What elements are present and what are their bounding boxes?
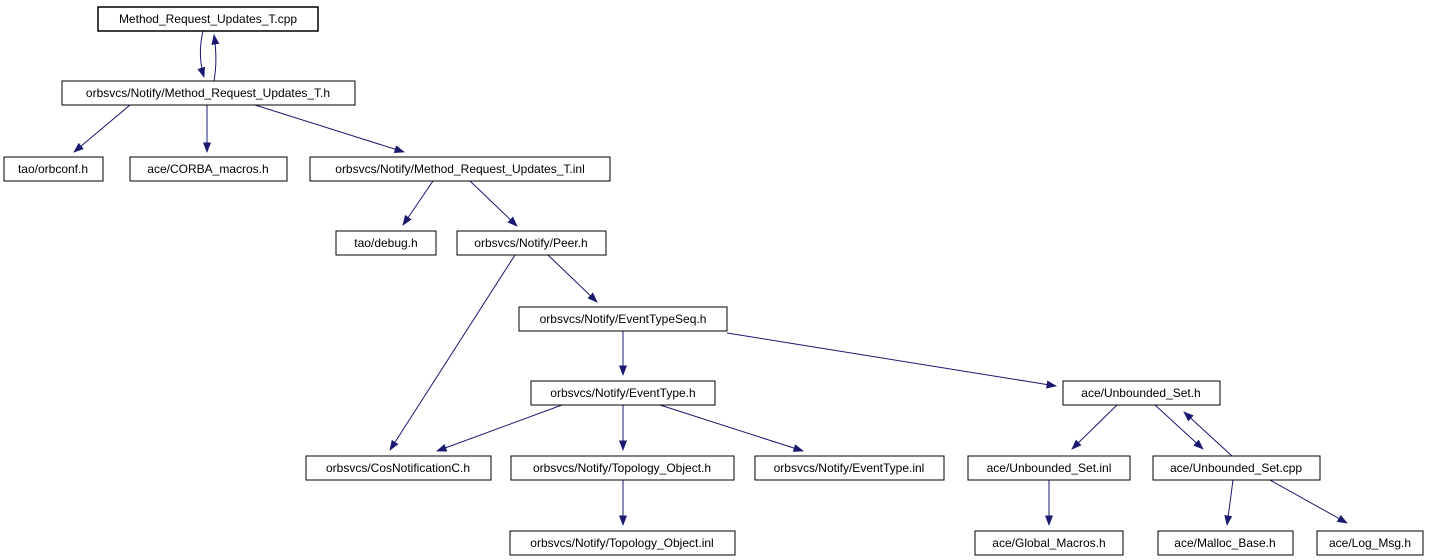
node-ace-unbounded-set-cpp[interactable]: ace/Unbounded_Set.cpp bbox=[1152, 455, 1321, 481]
node-method-request-updates-t-cpp[interactable]: Method_Request_Updates_T.cpp bbox=[97, 6, 319, 32]
node-label: ace/Global_Macros.h bbox=[992, 536, 1105, 550]
node-method-request-updates-t-h[interactable]: orbsvcs/Notify/Method_Request_Updates_T.… bbox=[61, 80, 356, 106]
node-ace-unbounded-set-h[interactable]: ace/Unbounded_Set.h bbox=[1062, 380, 1221, 406]
node-notify-topology-object-inl[interactable]: orbsvcs/Notify/Topology_Object.inl bbox=[509, 530, 736, 556]
node-label: orbsvcs/Notify/Method_Request_Updates_T.… bbox=[86, 86, 330, 100]
node-box[interactable] bbox=[335, 230, 437, 256]
node-label: ace/CORBA_macros.h bbox=[147, 162, 268, 176]
edge-eventtypeseq-to-unboundedset bbox=[726, 332, 1057, 389]
node-tao-debug-h[interactable]: tao/debug.h bbox=[335, 230, 437, 256]
node-label: orbsvcs/Notify/Topology_Object.inl bbox=[530, 536, 713, 550]
edge-h-to-cpp bbox=[211, 34, 220, 82]
node-label: orbsvcs/Notify/Peer.h bbox=[474, 236, 587, 250]
node-label: orbsvcs/CosNotificationC.h bbox=[326, 461, 470, 475]
node-box[interactable] bbox=[61, 80, 356, 106]
node-ace-log-msg-h[interactable]: ace/Log_Msg.h bbox=[1316, 530, 1424, 556]
node-box[interactable] bbox=[456, 230, 607, 256]
edge-unboundedsetcpp-to-mallocbase bbox=[1224, 479, 1234, 526]
edge-unboundedset-to-inl bbox=[1071, 404, 1118, 450]
node-ace-global-macros-h[interactable]: ace/Global_Macros.h bbox=[974, 530, 1124, 556]
node-notify-eventtype-h[interactable]: orbsvcs/Notify/EventType.h bbox=[530, 380, 716, 406]
edge-h-to-inl bbox=[254, 104, 405, 153]
node-label: ace/Unbounded_Set.inl bbox=[987, 461, 1112, 475]
edge-unboundedset-to-cpp bbox=[1154, 404, 1204, 450]
node-ace-unbounded-set-inl[interactable]: ace/Unbounded_Set.inl bbox=[967, 455, 1131, 481]
node-box[interactable] bbox=[1152, 455, 1321, 481]
edge-inl-to-debug bbox=[402, 180, 434, 226]
node-label: ace/Malloc_Base.h bbox=[1174, 536, 1275, 550]
node-tao-orbconf-h[interactable]: tao/orbconf.h bbox=[3, 156, 104, 182]
node-label: orbsvcs/Notify/Topology_Object.h bbox=[533, 461, 711, 475]
edge-peer-to-eventtypeseq bbox=[547, 254, 598, 303]
node-notify-topology-object-h[interactable]: orbsvcs/Notify/Topology_Object.h bbox=[510, 455, 735, 481]
node-label: orbsvcs/Notify/Method_Request_Updates_T.… bbox=[335, 162, 584, 176]
node-cosnotificationc-h[interactable]: orbsvcs/CosNotificationC.h bbox=[305, 455, 492, 481]
node-box[interactable] bbox=[1157, 530, 1294, 556]
edges bbox=[73, 30, 1348, 526]
node-label: orbsvcs/Notify/EventType.inl bbox=[774, 461, 925, 475]
node-ace-malloc-base-h[interactable]: ace/Malloc_Base.h bbox=[1157, 530, 1294, 556]
node-box[interactable] bbox=[3, 156, 104, 182]
node-ace-corba-macros-h[interactable]: ace/CORBA_macros.h bbox=[129, 156, 288, 182]
node-label: tao/debug.h bbox=[354, 236, 417, 250]
edge-cpp-to-h bbox=[197, 30, 206, 78]
node-label: orbsvcs/Notify/EventTypeSeq.h bbox=[540, 312, 707, 326]
node-box[interactable] bbox=[509, 530, 736, 556]
edge-h-to-orbconf bbox=[73, 104, 131, 153]
node-label: ace/Unbounded_Set.cpp bbox=[1170, 461, 1302, 475]
edge-peer-to-cosnotification bbox=[389, 254, 516, 451]
node-box[interactable] bbox=[967, 455, 1131, 481]
node-notify-peer-h[interactable]: orbsvcs/Notify/Peer.h bbox=[456, 230, 607, 256]
node-box[interactable] bbox=[754, 455, 945, 481]
node-label: orbsvcs/Notify/EventType.h bbox=[550, 386, 695, 400]
node-box[interactable] bbox=[510, 455, 735, 481]
node-box[interactable] bbox=[97, 6, 319, 32]
node-notify-eventtype-inl[interactable]: orbsvcs/Notify/EventType.inl bbox=[754, 455, 945, 481]
node-box[interactable] bbox=[309, 156, 611, 182]
node-notify-eventtypeseq-h[interactable]: orbsvcs/Notify/EventTypeSeq.h bbox=[518, 306, 728, 332]
node-label: ace/Log_Msg.h bbox=[1329, 536, 1411, 550]
node-box[interactable] bbox=[530, 380, 716, 406]
node-box[interactable] bbox=[129, 156, 288, 182]
node-box[interactable] bbox=[974, 530, 1124, 556]
node-label: ace/Unbounded_Set.h bbox=[1081, 386, 1200, 400]
edge-inl-to-peer bbox=[469, 180, 518, 227]
node-box[interactable] bbox=[305, 455, 492, 481]
nodes: Method_Request_Updates_T.cpp orbsvcs/Not… bbox=[3, 6, 1424, 556]
edge-eventtype-to-cosnotification bbox=[436, 404, 563, 452]
node-label: tao/orbconf.h bbox=[18, 162, 88, 176]
node-label: Method_Request_Updates_T.cpp bbox=[119, 12, 297, 26]
node-box[interactable] bbox=[1316, 530, 1424, 556]
edge-unboundedsetcpp-to-h bbox=[1183, 411, 1233, 457]
node-box[interactable] bbox=[1062, 380, 1221, 406]
node-box[interactable] bbox=[518, 306, 728, 332]
edge-unboundedsetcpp-to-logmsg bbox=[1269, 479, 1348, 524]
edge-eventtype-to-eventtypeinl bbox=[659, 404, 804, 452]
node-method-request-updates-t-inl[interactable]: orbsvcs/Notify/Method_Request_Updates_T.… bbox=[309, 156, 611, 182]
